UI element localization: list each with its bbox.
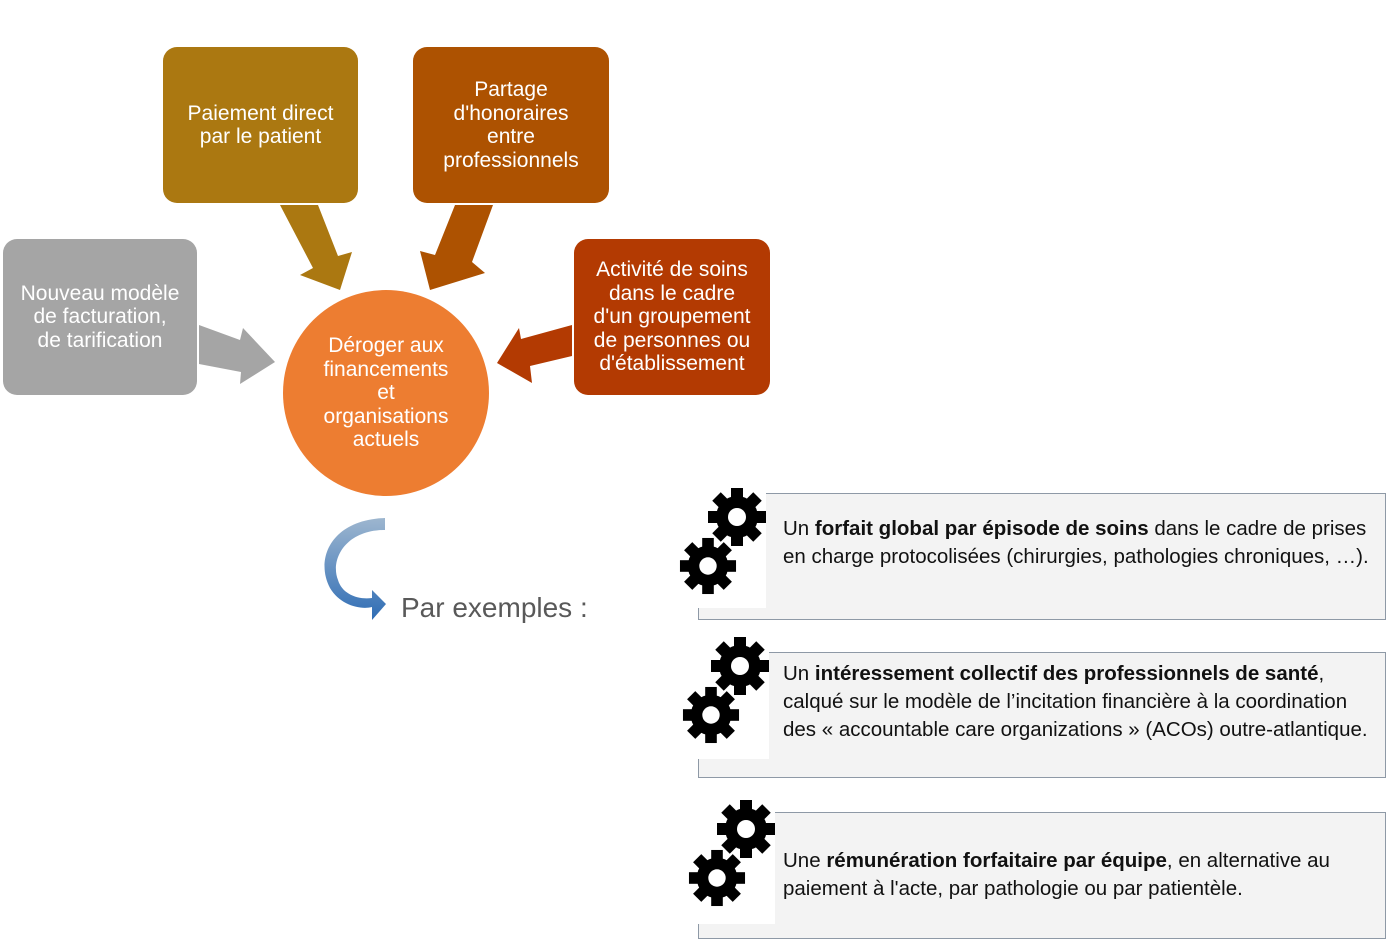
text-pre: Un (783, 517, 815, 540)
arrow-paiement (280, 205, 352, 290)
example-panel-1 (698, 493, 1386, 620)
gear-icon (682, 637, 769, 744)
example-text-1: Un forfait global par épisode de soins d… (783, 515, 1383, 571)
example-text-3: Une rémunération forfaitaire par équipe,… (783, 847, 1383, 903)
text-post: , en alternative au paiement à l'acte, p… (783, 849, 1330, 900)
gears-1 (678, 478, 766, 608)
text-bold: forfait global par épisode de soins (814, 517, 1149, 540)
example-text-2: Un intéressement collectif des professio… (783, 660, 1383, 744)
example-panel-3 (698, 812, 1386, 939)
gears-2 (681, 627, 769, 759)
examples-label: Par exemples : (401, 592, 588, 623)
arrow-activite (497, 325, 572, 383)
text-bold: rémunération forfaitaire par équipe (826, 849, 1167, 872)
curved-arrow-icon (324, 518, 386, 620)
gears-3 (687, 790, 775, 924)
gear-icon (679, 488, 766, 595)
text-post: , calqué sur le modèle de l’incitation f… (783, 662, 1368, 741)
example-panel-2 (698, 652, 1386, 778)
gear-icon (688, 800, 775, 907)
arrow-nouveau (199, 325, 275, 384)
center-circle: Déroger aux financements et organisation… (283, 290, 489, 496)
text-post: dans le cadre de prises en charge protoc… (783, 517, 1369, 568)
text-pre: Un (783, 662, 815, 685)
text-pre: Une (783, 849, 827, 872)
box-activite-soins: Activité de soins dans le cadre d'un gro… (574, 239, 770, 395)
arrow-partage (420, 205, 493, 290)
text-bold: intéressement collectif des professionne… (814, 662, 1319, 685)
box-paiement-direct: Paiement direct par le patient (163, 47, 358, 203)
box-partage-honoraires: Partage d'honoraires entre professionnel… (413, 47, 609, 203)
box-nouveau-modele: Nouveau modèle de facturation, de tarifi… (3, 239, 197, 395)
